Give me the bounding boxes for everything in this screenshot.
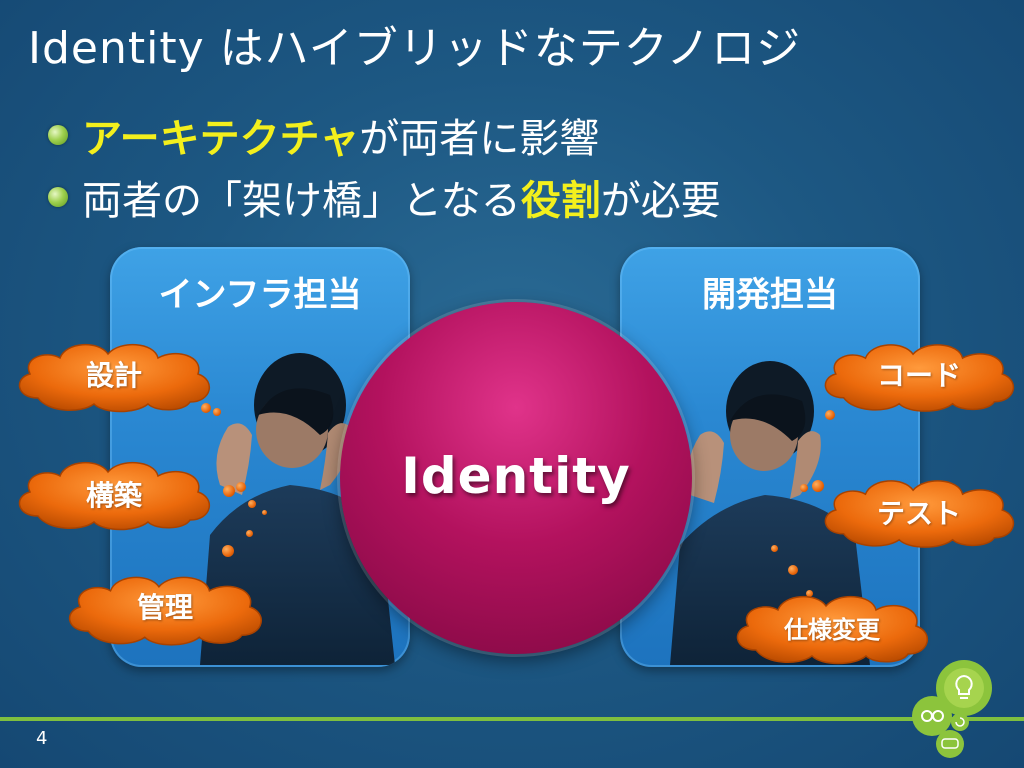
task-cloud-manage: 管理 [58,568,272,650]
thought-dot [788,565,798,575]
bullet-1-highlight: アーキテクチャ [82,116,360,162]
cloud-shape [736,595,928,665]
bullet-item-2: 両者の「架け橋」となる 役割 が必要 [48,166,721,228]
thought-dot [201,403,211,413]
slide-title: Identity はハイブリッドなテクノロジ [28,23,802,74]
thought-dot [246,530,253,537]
page-number: 4 [36,728,48,749]
chat-icon [941,738,959,749]
thought-dot [236,482,246,492]
cloud-shape [18,461,210,531]
cloud-label: 管理 [136,591,193,624]
thought-dot [213,408,221,416]
cloud-label: テスト [876,497,961,530]
refresh-icon [955,717,965,727]
infra-panel-title: インフラ担当 [158,275,362,315]
thought-dot [812,480,824,492]
cloud-shape [18,343,210,413]
bullet-2-highlight: 役割 [520,178,601,224]
thought-dot [771,545,778,552]
task-cloud-test: テスト [814,472,1024,552]
task-cloud-design: 設計 [8,336,220,414]
task-cloud-code: コード [814,336,1024,414]
bullet-1-text: が両者に影響 [359,116,600,162]
task-cloud-spec-change: 仕様変更 [724,588,940,668]
cloud-shape [824,344,1015,412]
dev-panel-title: 開発担当 [702,275,838,315]
thought-dot [223,485,235,497]
bullet-icon [48,187,68,207]
cloud-shape [824,480,1015,548]
cloud-label: 仕様変更 [784,616,880,644]
lightbulb-icon [955,674,973,695]
thought-dot [262,510,267,515]
identity-circle: Identity [340,302,692,654]
cloud-label: 構築 [85,479,142,512]
bullet-list: アーキテクチャ が両者に影響 両者の「架け橋」となる 役割 が必要 [48,104,721,228]
bullet-2-text-before: 両者の「架け橋」となる [82,178,521,224]
footer-line [0,717,1024,721]
cloud-label: コード [876,359,961,392]
cloud-shape [69,576,262,646]
bullet-2-text-after: が必要 [600,178,721,224]
identity-label: Identity [401,447,631,505]
thought-dot [825,410,835,420]
bullet-item-1: アーキテクチャ が両者に影響 [48,104,721,166]
thought-dot [800,484,808,492]
thought-dot [222,545,234,557]
thought-dot [806,590,813,597]
template-logo [912,660,992,758]
task-cloud-build: 構築 [8,454,220,534]
bullet-icon [48,125,68,145]
cloud-label: 設計 [85,359,142,392]
thought-dot [248,500,256,508]
